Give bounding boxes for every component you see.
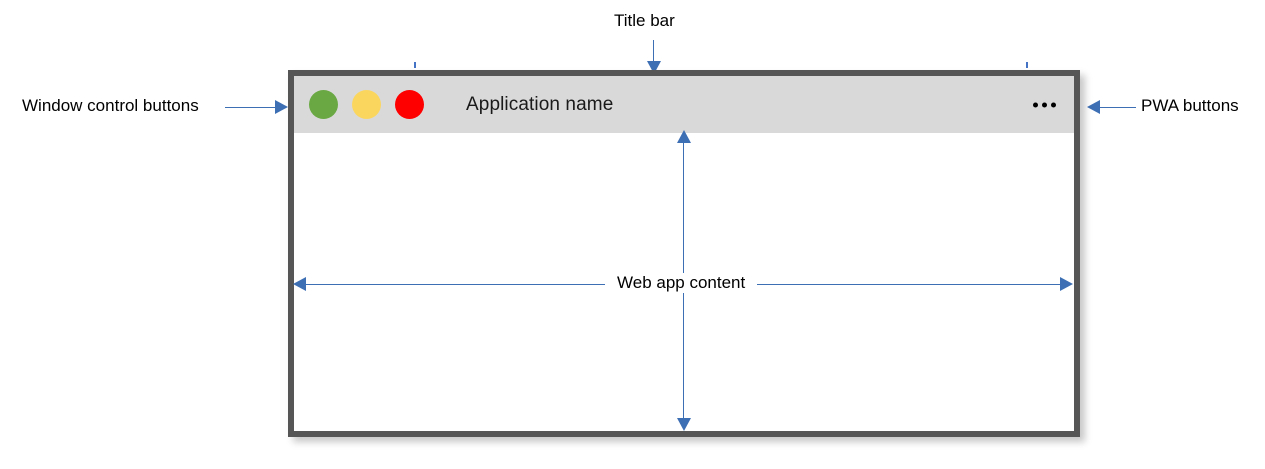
annotation-leader-window-control-buttons — [225, 107, 281, 108]
annotation-leader-content-vertical-bottom — [683, 293, 684, 419]
annotation-leader-pwa-buttons — [1100, 107, 1136, 108]
arrow-right-icon-window-control-buttons — [275, 100, 288, 114]
pwa-dot-1 — [1033, 102, 1038, 107]
ellipsis-horizontal-icon[interactable] — [1033, 102, 1056, 107]
arrow-down-icon-web-app-content — [677, 418, 691, 431]
circle-yellow-icon[interactable] — [352, 90, 381, 119]
annotation-leader-title-bar — [653, 40, 654, 63]
arrow-left-icon-web-app-content — [293, 277, 306, 291]
pwa-dot-2 — [1042, 102, 1047, 107]
annotation-label-title-bar: Title bar — [614, 11, 675, 30]
arrow-right-icon-web-app-content — [1060, 277, 1073, 291]
annotation-label-web-app-content: Web app content — [605, 273, 758, 293]
annotation-leader-content-vertical-top — [683, 142, 684, 276]
arrow-up-icon-web-app-content — [677, 130, 691, 143]
title-bar[interactable]: Application name — [294, 76, 1074, 133]
pwa-dot-3 — [1051, 102, 1056, 107]
annotation-label-window-control-buttons: Window control buttons — [22, 96, 199, 115]
application-window: Application name — [288, 70, 1080, 437]
arrow-left-icon-pwa-buttons — [1087, 100, 1100, 114]
application-name-label: Application name — [466, 93, 614, 115]
circle-red-icon[interactable] — [395, 90, 424, 119]
window-control-buttons — [309, 90, 424, 119]
annotation-label-pwa-buttons: PWA buttons — [1141, 96, 1239, 115]
circle-green-icon[interactable] — [309, 90, 338, 119]
